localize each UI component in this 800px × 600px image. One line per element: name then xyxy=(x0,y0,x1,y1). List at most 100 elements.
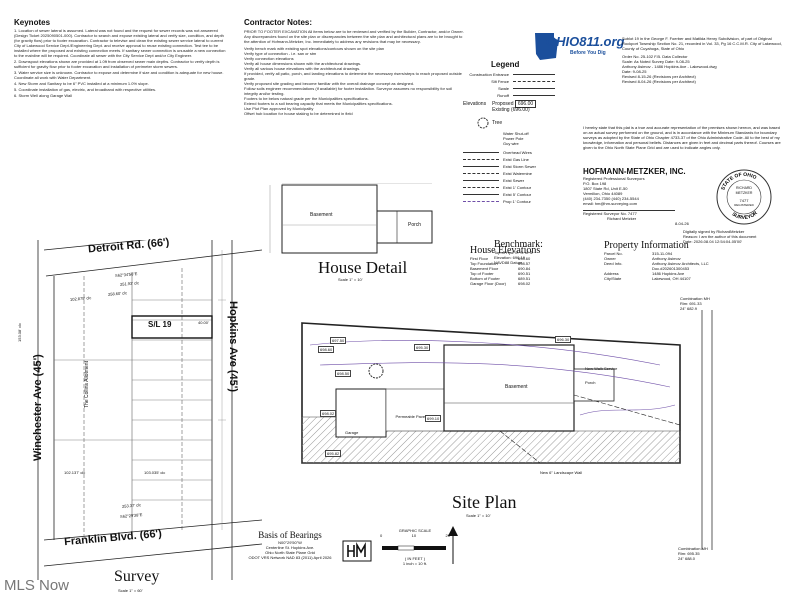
svg-text:SURVEYOR: SURVEYOR xyxy=(731,210,759,221)
legend-row-label: Runoff xyxy=(497,93,509,98)
house-elevation-row-key: First Floor xyxy=(470,256,488,261)
legend-line-label: Prop 1' Contour xyxy=(503,199,531,204)
basis-of-bearings-line: N00°29'50"W xyxy=(278,540,302,545)
legend-line-row: Exist Storm Sewer xyxy=(463,163,573,170)
legend-line-sample xyxy=(463,194,499,195)
legend-line-label: Overhead Wires xyxy=(503,150,532,155)
house-elevation-row-key: Garage Floor (Door) xyxy=(470,281,507,286)
property-row-value: Anthony Asimov xyxy=(652,256,681,261)
basis-of-bearings-line: ODOT VRS Network NAD 83 (2011) April 202… xyxy=(248,555,332,560)
graphic-scale-unit2: 1 inch = 10 ft. xyxy=(402,561,428,566)
ohio811-text: OHIO811.org xyxy=(546,34,625,49)
legend-line-label: Exist 1' Contour xyxy=(503,185,532,190)
hopkins-ave-label: Hopkins Ave (45') xyxy=(227,301,239,393)
subject-line: Order No. 25-102 F.B. Data Collector xyxy=(622,54,688,59)
basis-of-bearings-line: Centerline St. Hopkins Ave. xyxy=(265,545,315,550)
keynotes-block: Keynotes 1. Location of sewer lateral is… xyxy=(14,18,228,98)
firm-line: P.O. Box 198 xyxy=(583,181,607,186)
legend-proposed-label: Proposed xyxy=(492,101,514,107)
legend-line-sample xyxy=(463,187,499,188)
legend-proposed-value: 696.00 xyxy=(514,100,537,108)
house-elevation-row: Garage Floor (Door)698.02 xyxy=(470,281,550,286)
property-info-title: Property Information xyxy=(604,240,689,251)
legend-row: Silt Fence xyxy=(463,78,573,85)
seal-reg: REGISTERED xyxy=(734,203,754,207)
benchmark-line: Top of Hyd. E. S. of S. xyxy=(494,250,534,255)
property-row: Doc.#202601300453 xyxy=(604,266,744,271)
manhole-label: Combination MH xyxy=(678,546,708,551)
manhole-line: Rim: 691.33 xyxy=(680,301,702,306)
survey-title: Survey xyxy=(114,568,160,585)
benchmark-title: Benchmark: xyxy=(494,239,543,250)
property-row-key: Owner xyxy=(604,256,616,261)
manhole-line: 24" 682.9 xyxy=(680,306,697,311)
firm-signer: Richard Metzker xyxy=(607,216,637,221)
distance-left-bottom: 102.137' clc xyxy=(64,470,86,475)
contractor-note-item: If provided, verify all patio, porch, an… xyxy=(244,71,462,81)
spot-elevation: 698.02 xyxy=(320,410,337,417)
legend-line-row: Exist 1' Contour xyxy=(463,184,573,191)
legend-tree: Tree xyxy=(477,117,573,129)
contractor-note-item: Offset hub location for house staking to… xyxy=(244,111,353,116)
spot-elevation: 698.50 xyxy=(335,370,352,377)
site-garage-label: Garage xyxy=(345,430,359,435)
distance-right-bottom: 103.035' clc xyxy=(144,470,166,475)
contractor-note-item: Footers to be below natural grade per th… xyxy=(244,96,369,101)
property-row: Parcel No.315-11-094 xyxy=(604,251,744,256)
benchmark-line: NAVD88 Datum xyxy=(494,260,523,265)
contractor-note-item: Verify all house dimensions shown with t… xyxy=(244,61,362,66)
spot-elevation: 695.82 xyxy=(325,450,342,457)
ohio-state-icon xyxy=(535,33,558,60)
survey-scale: Scale 1" = 60' xyxy=(118,588,143,593)
legend-line-label: Exist Watermine xyxy=(503,171,532,176)
site-landscape-wall-label: New 6" Landscape Wall xyxy=(540,470,583,475)
legend-title: Legend xyxy=(491,60,520,69)
property-row-key: Deed Info. xyxy=(604,261,623,266)
keynote-item: 4. New Storm and Sanitary to be 6" PVC i… xyxy=(14,81,149,86)
firm-name: HOFMANN-METZKER, INC. xyxy=(583,167,686,176)
legend-line-sample xyxy=(513,81,555,82)
house-elevation-row-key: Bottom of Footer xyxy=(470,276,500,281)
distance-left-side: 153.08' clc xyxy=(17,323,22,342)
legend-line-row: Prop 1' Contour xyxy=(463,198,573,205)
firm-block: HOFMANN-METZKER, INC. Registered Profess… xyxy=(583,167,703,226)
spot-elevation: 696.30 xyxy=(555,336,572,343)
contractor-notes-lead: PRIOR TO FOOTER EXCAVATION All items bel… xyxy=(244,29,464,44)
house-elevation-row-key: Top Foundation xyxy=(470,261,498,266)
house-detail-scale: Scale 1" = 10' xyxy=(338,277,363,282)
subject-block: Sublot 19 in the George F. Foerber and M… xyxy=(622,36,782,84)
house-detail-title: House Detail xyxy=(318,258,408,277)
firm-line: 1807 State Rd, Unit E-50 xyxy=(583,186,628,191)
distance-40: 40.00' xyxy=(198,320,209,325)
spot-elevation: 697.50 xyxy=(330,337,347,344)
house-elevations-title: House Elevations xyxy=(470,245,541,256)
house-elevation-row-value: 698.60 xyxy=(518,256,531,261)
surveyor-seal: STATE OF OHIO SURVEYOR RICHARD METZKER 7… xyxy=(715,168,773,226)
graphic-scale-tick-2: 20 xyxy=(445,533,450,538)
contractor-note-item: Extend footers to a soil bearing capacit… xyxy=(244,101,393,106)
legend-line-row: Exist 5' Contour xyxy=(463,191,573,198)
legend-tree-label: Tree xyxy=(492,120,503,126)
legend-line-sample xyxy=(513,95,555,96)
firm-line: email: hm@hm-surveying.com xyxy=(583,201,638,206)
keynote-item: 5. Coordinate installation of gas, elect… xyxy=(14,87,157,92)
legend-symbol-item: Guy wire xyxy=(503,141,519,146)
contractor-note-item: Use Plot Plan approved by Municipality xyxy=(244,106,314,111)
subject-line: Revised 8-04-26 (Revisions per Architect… xyxy=(622,79,696,84)
graphic-scale-tick-0: 0 xyxy=(380,533,383,538)
digital-signature-line: Date: 2026.08.04 12:54:04-05'00' xyxy=(683,239,743,244)
legend-row: Construction Entrance xyxy=(463,71,573,78)
legend-row: Runoff xyxy=(463,92,573,99)
legend-row-label: Silt Fence xyxy=(491,79,509,84)
